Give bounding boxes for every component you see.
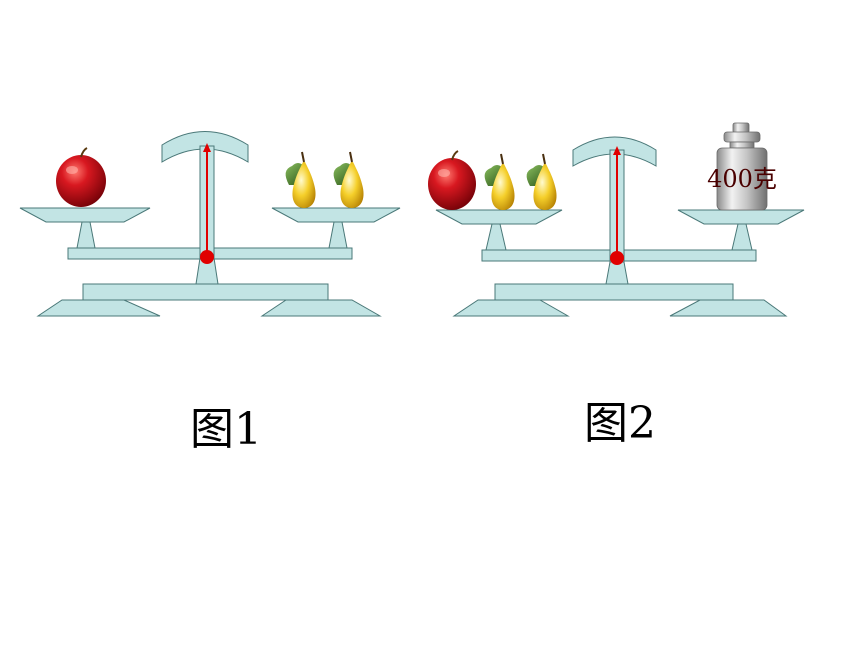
apple — [428, 150, 476, 210]
left-pan-support — [485, 223, 507, 251]
needle-pivot — [200, 250, 214, 264]
needle-pivot — [610, 251, 624, 265]
scale-foot-left — [36, 299, 161, 317]
balance-scale-figure-1 — [19, 131, 401, 317]
left-pan — [19, 207, 151, 223]
needle-tip — [613, 146, 621, 155]
scale-base — [494, 283, 734, 301]
scale-foot-right — [260, 299, 382, 317]
scale-base — [82, 283, 329, 301]
figure-1-caption: 图1 — [190, 404, 262, 455]
scale-post — [605, 261, 629, 285]
apple — [56, 147, 106, 207]
figure-2-caption: 图2 — [584, 398, 656, 449]
right-pan — [677, 209, 805, 225]
balance-scale-figure-2: 400克 — [428, 122, 805, 317]
right-pan-support — [731, 223, 753, 251]
pear — [484, 153, 515, 210]
scale-foot-right — [669, 299, 788, 317]
pear — [526, 153, 557, 210]
right-pan-support — [328, 221, 348, 249]
right-pan — [271, 207, 401, 223]
left-pan — [435, 209, 563, 225]
left-pan-support — [76, 221, 96, 249]
weight: 400克 — [707, 122, 777, 211]
needle-tip — [203, 143, 211, 152]
pear — [333, 151, 364, 208]
pear — [285, 151, 316, 208]
weight-label: 400克 — [707, 165, 777, 193]
scale-foot-left — [452, 299, 570, 317]
